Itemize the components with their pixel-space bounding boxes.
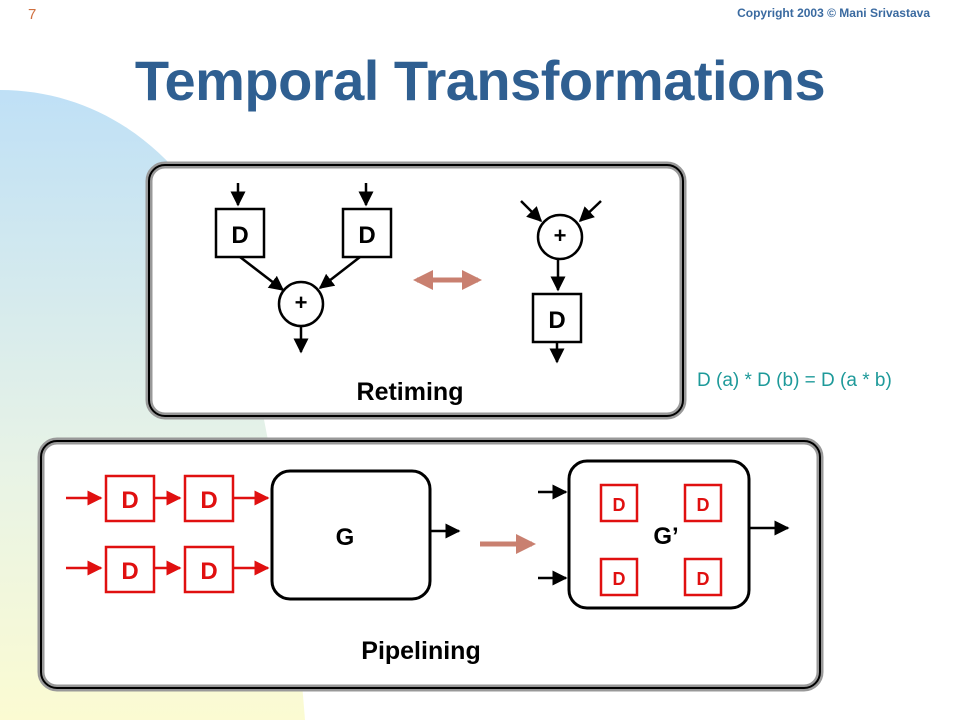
pipeline-delay-box — [104, 545, 156, 594]
inner-delay-box — [599, 557, 639, 597]
retiming-delay-label: D — [231, 222, 248, 249]
inner-delay-box — [683, 483, 723, 523]
inner-delay-label: D — [697, 495, 710, 515]
retiming-delay-box — [341, 207, 393, 259]
retiming-flow-arrow — [318, 256, 361, 289]
retiming-flow-arrow — [520, 200, 543, 223]
pipelining-caption: Pipelining — [361, 637, 480, 665]
retiming-delay-box — [214, 207, 266, 259]
retiming-flow-arrow — [239, 256, 285, 291]
retiming-delay-label: D — [548, 307, 565, 334]
retiming-flow-arrow — [578, 200, 602, 223]
pipeline-delay-box — [104, 474, 156, 523]
block-g — [270, 469, 432, 601]
slide-number: 7 — [28, 6, 37, 23]
block-g-prime-label: G’ — [653, 523, 678, 550]
slide-title: Temporal Transformations — [134, 49, 826, 112]
copyright: Copyright 2003 © Mani Srivastava — [737, 6, 930, 20]
adder-node — [536, 213, 584, 261]
inner-delay-box — [599, 483, 639, 523]
retiming-caption: Retiming — [357, 378, 464, 406]
retiming-panel: D D + + D Retiming — [145, 161, 687, 420]
inner-delay-label: D — [697, 569, 710, 589]
block-g-label: G — [336, 524, 355, 551]
inner-delay-label: D — [613, 569, 626, 589]
pipeline-delay-box — [183, 545, 235, 594]
inner-delay-label: D — [613, 495, 626, 515]
pipeline-delay-label: D — [121, 558, 138, 585]
pipeline-delay-label: D — [200, 558, 217, 585]
retiming-delay-box — [531, 292, 583, 344]
pipeline-delay-label: D — [200, 487, 217, 514]
retiming-identity: D (a) * D (b) = D (a * b) — [697, 370, 892, 391]
pipeline-delay-label: D — [121, 487, 138, 514]
inner-delay-box — [683, 557, 723, 597]
adder-symbol: + — [295, 290, 308, 315]
adder-symbol: + — [554, 223, 567, 248]
pipelining-panel: D D D D G G’ D D D D Pipeli — [37, 437, 824, 692]
retiming-delay-label: D — [358, 222, 375, 249]
pipeline-delay-box — [183, 474, 235, 523]
